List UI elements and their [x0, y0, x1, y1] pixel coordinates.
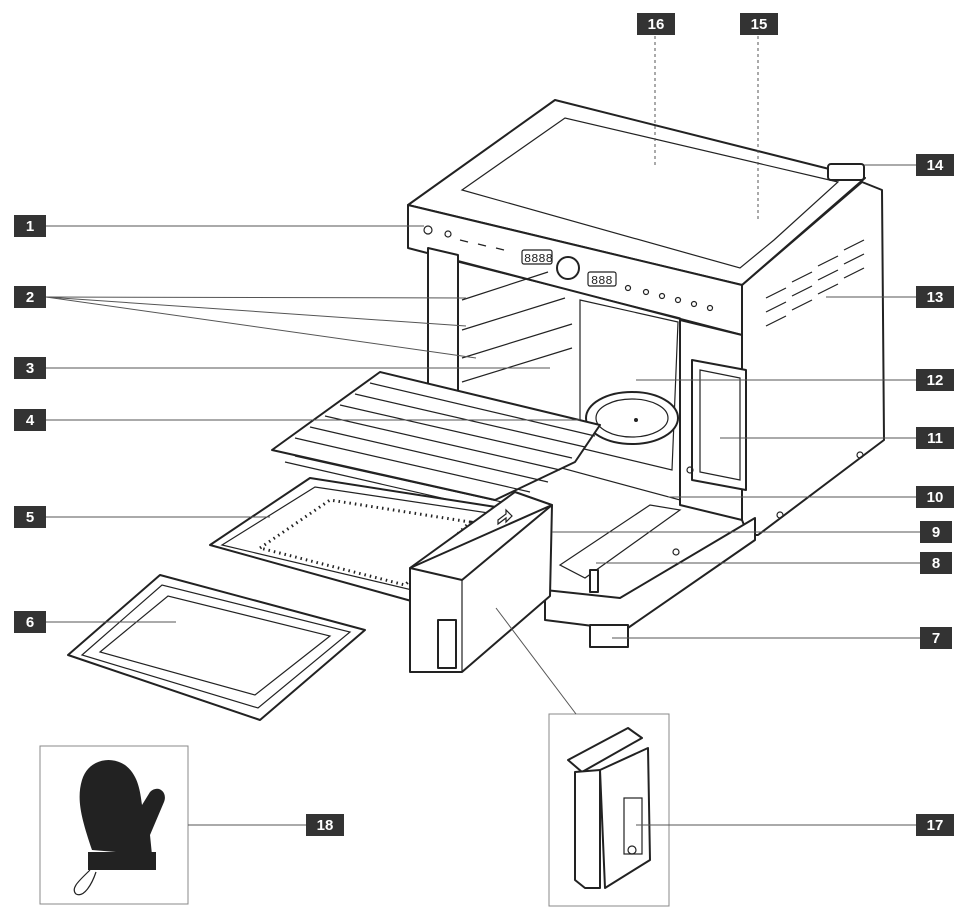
- callout-1: 1: [14, 215, 46, 237]
- callout-9: 9: [920, 521, 952, 543]
- convection-fan: [585, 391, 679, 445]
- side-vents: [765, 239, 865, 327]
- callout-label-3: 3: [26, 360, 34, 377]
- callout-label-2: 2: [26, 289, 34, 306]
- callout-label-16: 16: [648, 16, 665, 33]
- callout-16: 16: [637, 13, 675, 35]
- callout-10: 10: [916, 486, 954, 508]
- callout-label-1: 1: [26, 218, 34, 235]
- callout-label-6: 6: [26, 614, 34, 631]
- callout-label-10: 10: [927, 489, 944, 506]
- oven-mitt-inset: [39, 745, 189, 905]
- callout-label-9: 9: [932, 524, 940, 541]
- callout-17: 17: [916, 814, 954, 836]
- right-display: 888: [591, 274, 613, 288]
- callout-12: 12: [916, 369, 954, 391]
- control-panel-display: 8888 888: [423, 225, 714, 312]
- callout-label-4: 4: [26, 412, 35, 429]
- callout-6: 6: [14, 611, 46, 633]
- callout-label-18: 18: [317, 817, 334, 834]
- power-icon: [423, 225, 433, 235]
- callout-11: 11: [916, 427, 954, 449]
- callout-3: 3: [14, 357, 46, 379]
- callout-4: 4: [14, 409, 46, 431]
- callout-13: 13: [916, 286, 954, 308]
- callout-7: 7: [920, 627, 952, 649]
- callout-label-8: 8: [932, 555, 940, 572]
- callout-label-13: 13: [927, 289, 944, 306]
- oven-body: [407, 99, 885, 648]
- control-dial: [556, 256, 580, 280]
- callout-15: 15: [740, 13, 778, 35]
- callout-2: 2: [14, 286, 46, 308]
- callout-5: 5: [14, 506, 46, 528]
- top-glass-window: [460, 117, 840, 269]
- tank-detail-inset: [548, 713, 670, 907]
- leader-lines: [45, 36, 920, 826]
- callout-label-17: 17: [927, 817, 944, 834]
- callout-label-5: 5: [26, 509, 34, 526]
- water-tank: [409, 491, 553, 673]
- callout-label-11: 11: [927, 430, 943, 447]
- callout-label-15: 15: [751, 16, 768, 33]
- side-window: [691, 359, 747, 491]
- base-tray: [544, 517, 756, 631]
- callout-18: 18: [306, 814, 344, 836]
- left-display: 8888: [524, 252, 553, 266]
- callout-label-14: 14: [927, 157, 944, 174]
- baking-pan: [67, 574, 366, 721]
- callout-8: 8: [920, 552, 952, 574]
- top-handle: [827, 163, 865, 181]
- callout-label-12: 12: [927, 372, 944, 389]
- callout-14: 14: [916, 154, 954, 176]
- oven-mitt-icon: [79, 760, 165, 855]
- callout-label-7: 7: [932, 630, 940, 647]
